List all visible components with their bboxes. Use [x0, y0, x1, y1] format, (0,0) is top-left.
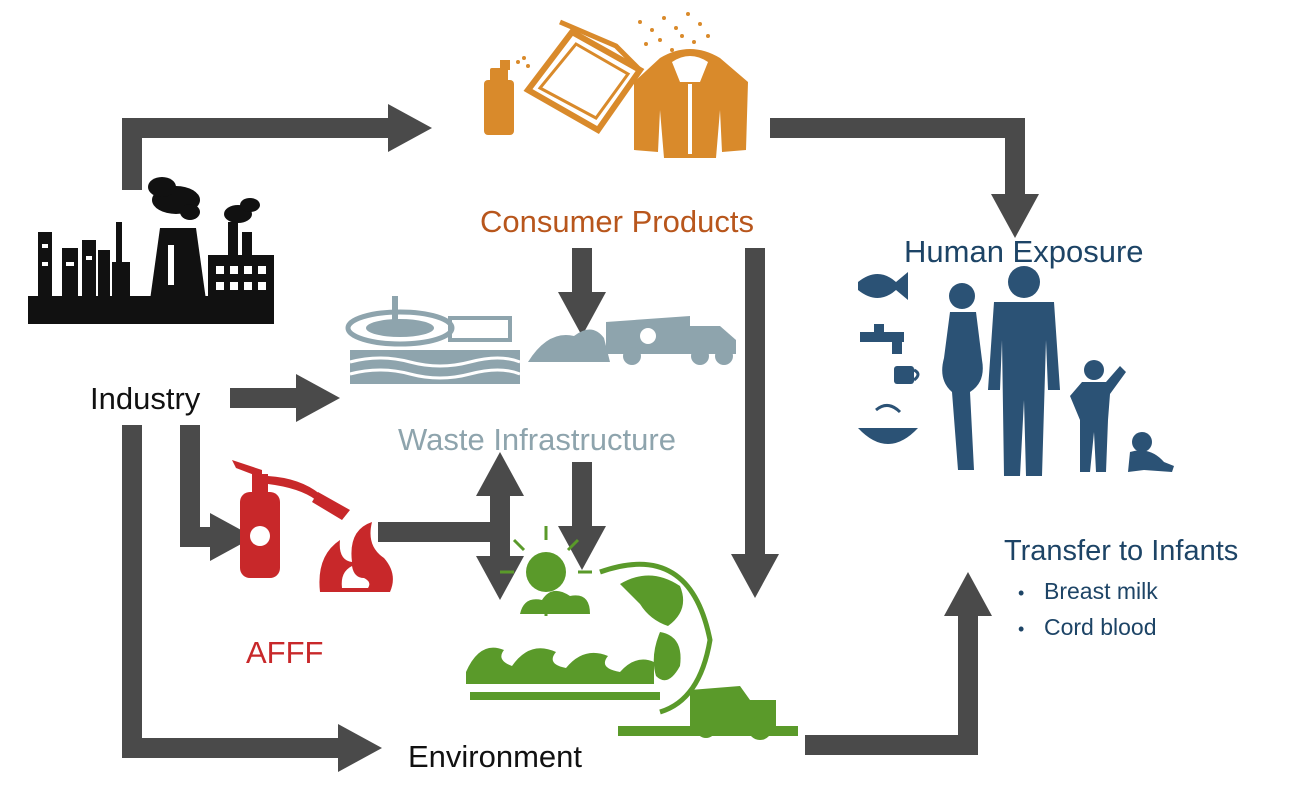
- family-icon: [942, 266, 1126, 476]
- waste-infrastructure-label: Waste Infrastructure: [398, 422, 676, 457]
- transfer-to-infants-label: Transfer to Infants: [1004, 535, 1239, 567]
- industry-label: Industry: [90, 381, 201, 416]
- environment-label: Environment: [408, 739, 583, 774]
- transfer-item-breast-milk: Breast milk: [1018, 574, 1158, 610]
- transfer-item-cord-blood: Cord blood: [1018, 610, 1158, 646]
- particles-decoration: [638, 12, 710, 52]
- arrow-industry-to-environment: [122, 425, 382, 772]
- earth-icon: [599, 561, 713, 715]
- factory-icon: [28, 177, 274, 324]
- spray-can-icon: [484, 56, 530, 135]
- arrow-industry-to-consumer: [122, 103, 432, 190]
- transfer-list: Breast milk Cord blood: [1018, 574, 1158, 646]
- arrow-industry-to-afff: [180, 425, 254, 561]
- landfill-icon: [528, 329, 610, 362]
- water-treatment-icon: [345, 296, 521, 384]
- afff-label: AFFF: [246, 635, 324, 670]
- arrow-consumer-to-human: [770, 118, 1040, 238]
- tractor-icon: [618, 686, 798, 740]
- garbage-truck-icon: [606, 316, 736, 365]
- fire-extinguisher-icon: [232, 460, 350, 578]
- fire-icon: [319, 522, 393, 592]
- fish-icon: [858, 272, 908, 300]
- jacket-icon: [634, 49, 748, 158]
- human-exposure-label: Human Exposure: [904, 234, 1144, 269]
- cup-icon: [894, 366, 920, 384]
- arrow-environment-to-human: [805, 572, 992, 755]
- cloud-icon: [520, 590, 590, 614]
- faucet-icon: [860, 324, 904, 354]
- pizza-box-icon: [523, 19, 645, 134]
- waves-icon: [466, 647, 660, 700]
- consumer-products-label: Consumer Products: [480, 204, 754, 239]
- baby-icon: [1128, 432, 1174, 472]
- food-bowl-icon: [858, 404, 918, 444]
